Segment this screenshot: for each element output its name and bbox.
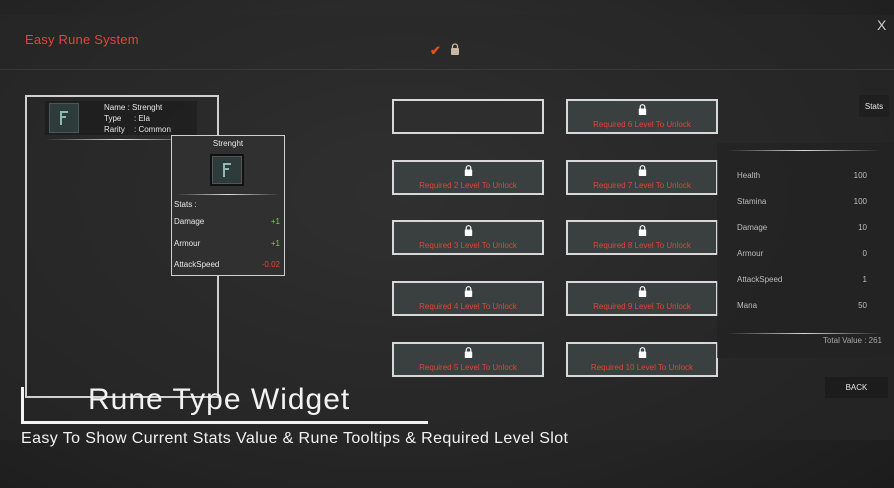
slot-label: Required 6 Level To Unlock	[593, 120, 691, 129]
lock-icon	[638, 286, 647, 297]
slot-label: Required 8 Level To Unlock	[593, 241, 691, 250]
rune-slot-6[interactable]: Required 6 Level To Unlock	[566, 99, 718, 134]
stats-button[interactable]: Stats	[859, 95, 889, 117]
stat-row-armour: Armour 0	[737, 249, 867, 258]
tooltip-stat-row: Damage +1	[174, 217, 280, 226]
rune-slot-1[interactable]	[392, 99, 544, 134]
rune-rarity: : Common	[134, 125, 171, 134]
stat-label: AttackSpeed	[737, 275, 783, 284]
rune-tooltip: Strenght Stats : Damage +1 Armour +1 Att…	[171, 135, 285, 276]
rune-slot-2[interactable]: Required 2 Level To Unlock	[392, 160, 544, 195]
tooltip-divider	[176, 194, 280, 195]
back-button[interactable]: BACK	[825, 377, 888, 398]
rune-entry-divider	[45, 139, 197, 140]
tooltip-stat-label: Armour	[174, 239, 201, 248]
lock-icon	[638, 165, 647, 176]
stat-value: 100	[853, 197, 867, 206]
slot-label: Required 7 Level To Unlock	[593, 181, 691, 190]
slot-label: Required 2 Level To Unlock	[419, 181, 517, 190]
tooltip-stat-label: Damage	[174, 217, 205, 226]
stat-label: Armour	[737, 249, 764, 258]
close-button[interactable]: X	[877, 17, 887, 33]
lock-icon	[464, 286, 473, 297]
stats-panel	[717, 143, 894, 358]
total-value: Total Value : 261	[822, 336, 882, 345]
tooltip-stat-value: +1	[270, 239, 280, 248]
stat-row-stamina: Stamina 100	[737, 197, 867, 206]
lock-icon	[638, 347, 647, 358]
title-bracket-vertical	[21, 387, 24, 423]
tooltip-stat-value: +1	[270, 217, 280, 226]
lock-icon[interactable]	[450, 43, 460, 55]
stat-row-attackspeed: AttackSpeed 1	[737, 275, 867, 284]
overlay-title: Rune Type Widget	[88, 383, 351, 416]
stat-row-mana: Mana 50	[737, 301, 867, 310]
rune-slot-10[interactable]: Required 10 Level To Unlock	[566, 342, 718, 377]
rune-f-icon	[49, 103, 79, 133]
lock-icon	[464, 165, 473, 176]
rune-name: Strenght	[132, 103, 163, 112]
stat-label: Damage	[737, 223, 768, 232]
header-divider	[0, 69, 894, 70]
rune-rarity-key: Rarity	[104, 125, 125, 134]
rune-slot-7[interactable]: Required 7 Level To Unlock	[566, 160, 718, 195]
window-title: Easy Rune System	[25, 32, 139, 47]
tooltip-stat-label: AttackSpeed	[174, 260, 220, 269]
check-icon[interactable]: ✔	[430, 43, 441, 58]
lock-icon	[638, 225, 647, 236]
stat-value: 10	[858, 223, 867, 232]
tooltip-stat-row: AttackSpeed -0.02	[174, 260, 280, 269]
overlay-caption: Easy To Show Current Stats Value & Rune …	[21, 430, 569, 447]
stat-value: 100	[853, 171, 867, 180]
tooltip-title: Strenght	[212, 139, 244, 148]
stat-label: Mana	[737, 301, 758, 310]
stat-label: Health	[737, 171, 761, 180]
stats-divider-bottom	[727, 333, 881, 334]
rune-slot-5[interactable]: Required 5 Level To Unlock	[392, 342, 544, 377]
stat-value: 0	[862, 249, 867, 258]
stat-row-health: Health 100	[737, 171, 867, 180]
rune-f-icon	[210, 154, 244, 186]
lock-icon	[464, 225, 473, 236]
stat-value: 1	[862, 275, 867, 284]
tooltip-stats-label: Stats :	[174, 200, 197, 209]
rune-slot-4[interactable]: Required 4 Level To Unlock	[392, 281, 544, 316]
slot-label: Required 3 Level To Unlock	[419, 241, 517, 250]
tooltip-stat-value: -0.02	[261, 260, 280, 269]
lock-icon	[638, 104, 647, 115]
slot-label: Required 4 Level To Unlock	[419, 302, 517, 311]
slot-label: Required 10 Level To Unlock	[590, 363, 694, 372]
rune-slot-9[interactable]: Required 9 Level To Unlock	[566, 281, 718, 316]
tooltip-stat-row: Armour +1	[174, 239, 280, 248]
rune-slot-3[interactable]: Required 3 Level To Unlock	[392, 220, 544, 255]
title-underline	[21, 421, 428, 424]
rune-type-key: Type	[104, 114, 122, 123]
stats-divider-top	[727, 150, 881, 151]
rune-info: Name : Strenght Type : Ela Rarity : Common	[104, 102, 171, 135]
slot-label: Required 9 Level To Unlock	[593, 302, 691, 311]
stat-value: 50	[858, 301, 867, 310]
stat-row-damage: Damage 10	[737, 223, 867, 232]
rune-name-key: Name :	[104, 103, 130, 112]
rune-type: : Ela	[134, 114, 151, 123]
slot-label: Required 5 Level To Unlock	[419, 363, 517, 372]
stat-label: Stamina	[737, 197, 767, 206]
lock-icon	[464, 347, 473, 358]
rune-slot-8[interactable]: Required 8 Level To Unlock	[566, 220, 718, 255]
